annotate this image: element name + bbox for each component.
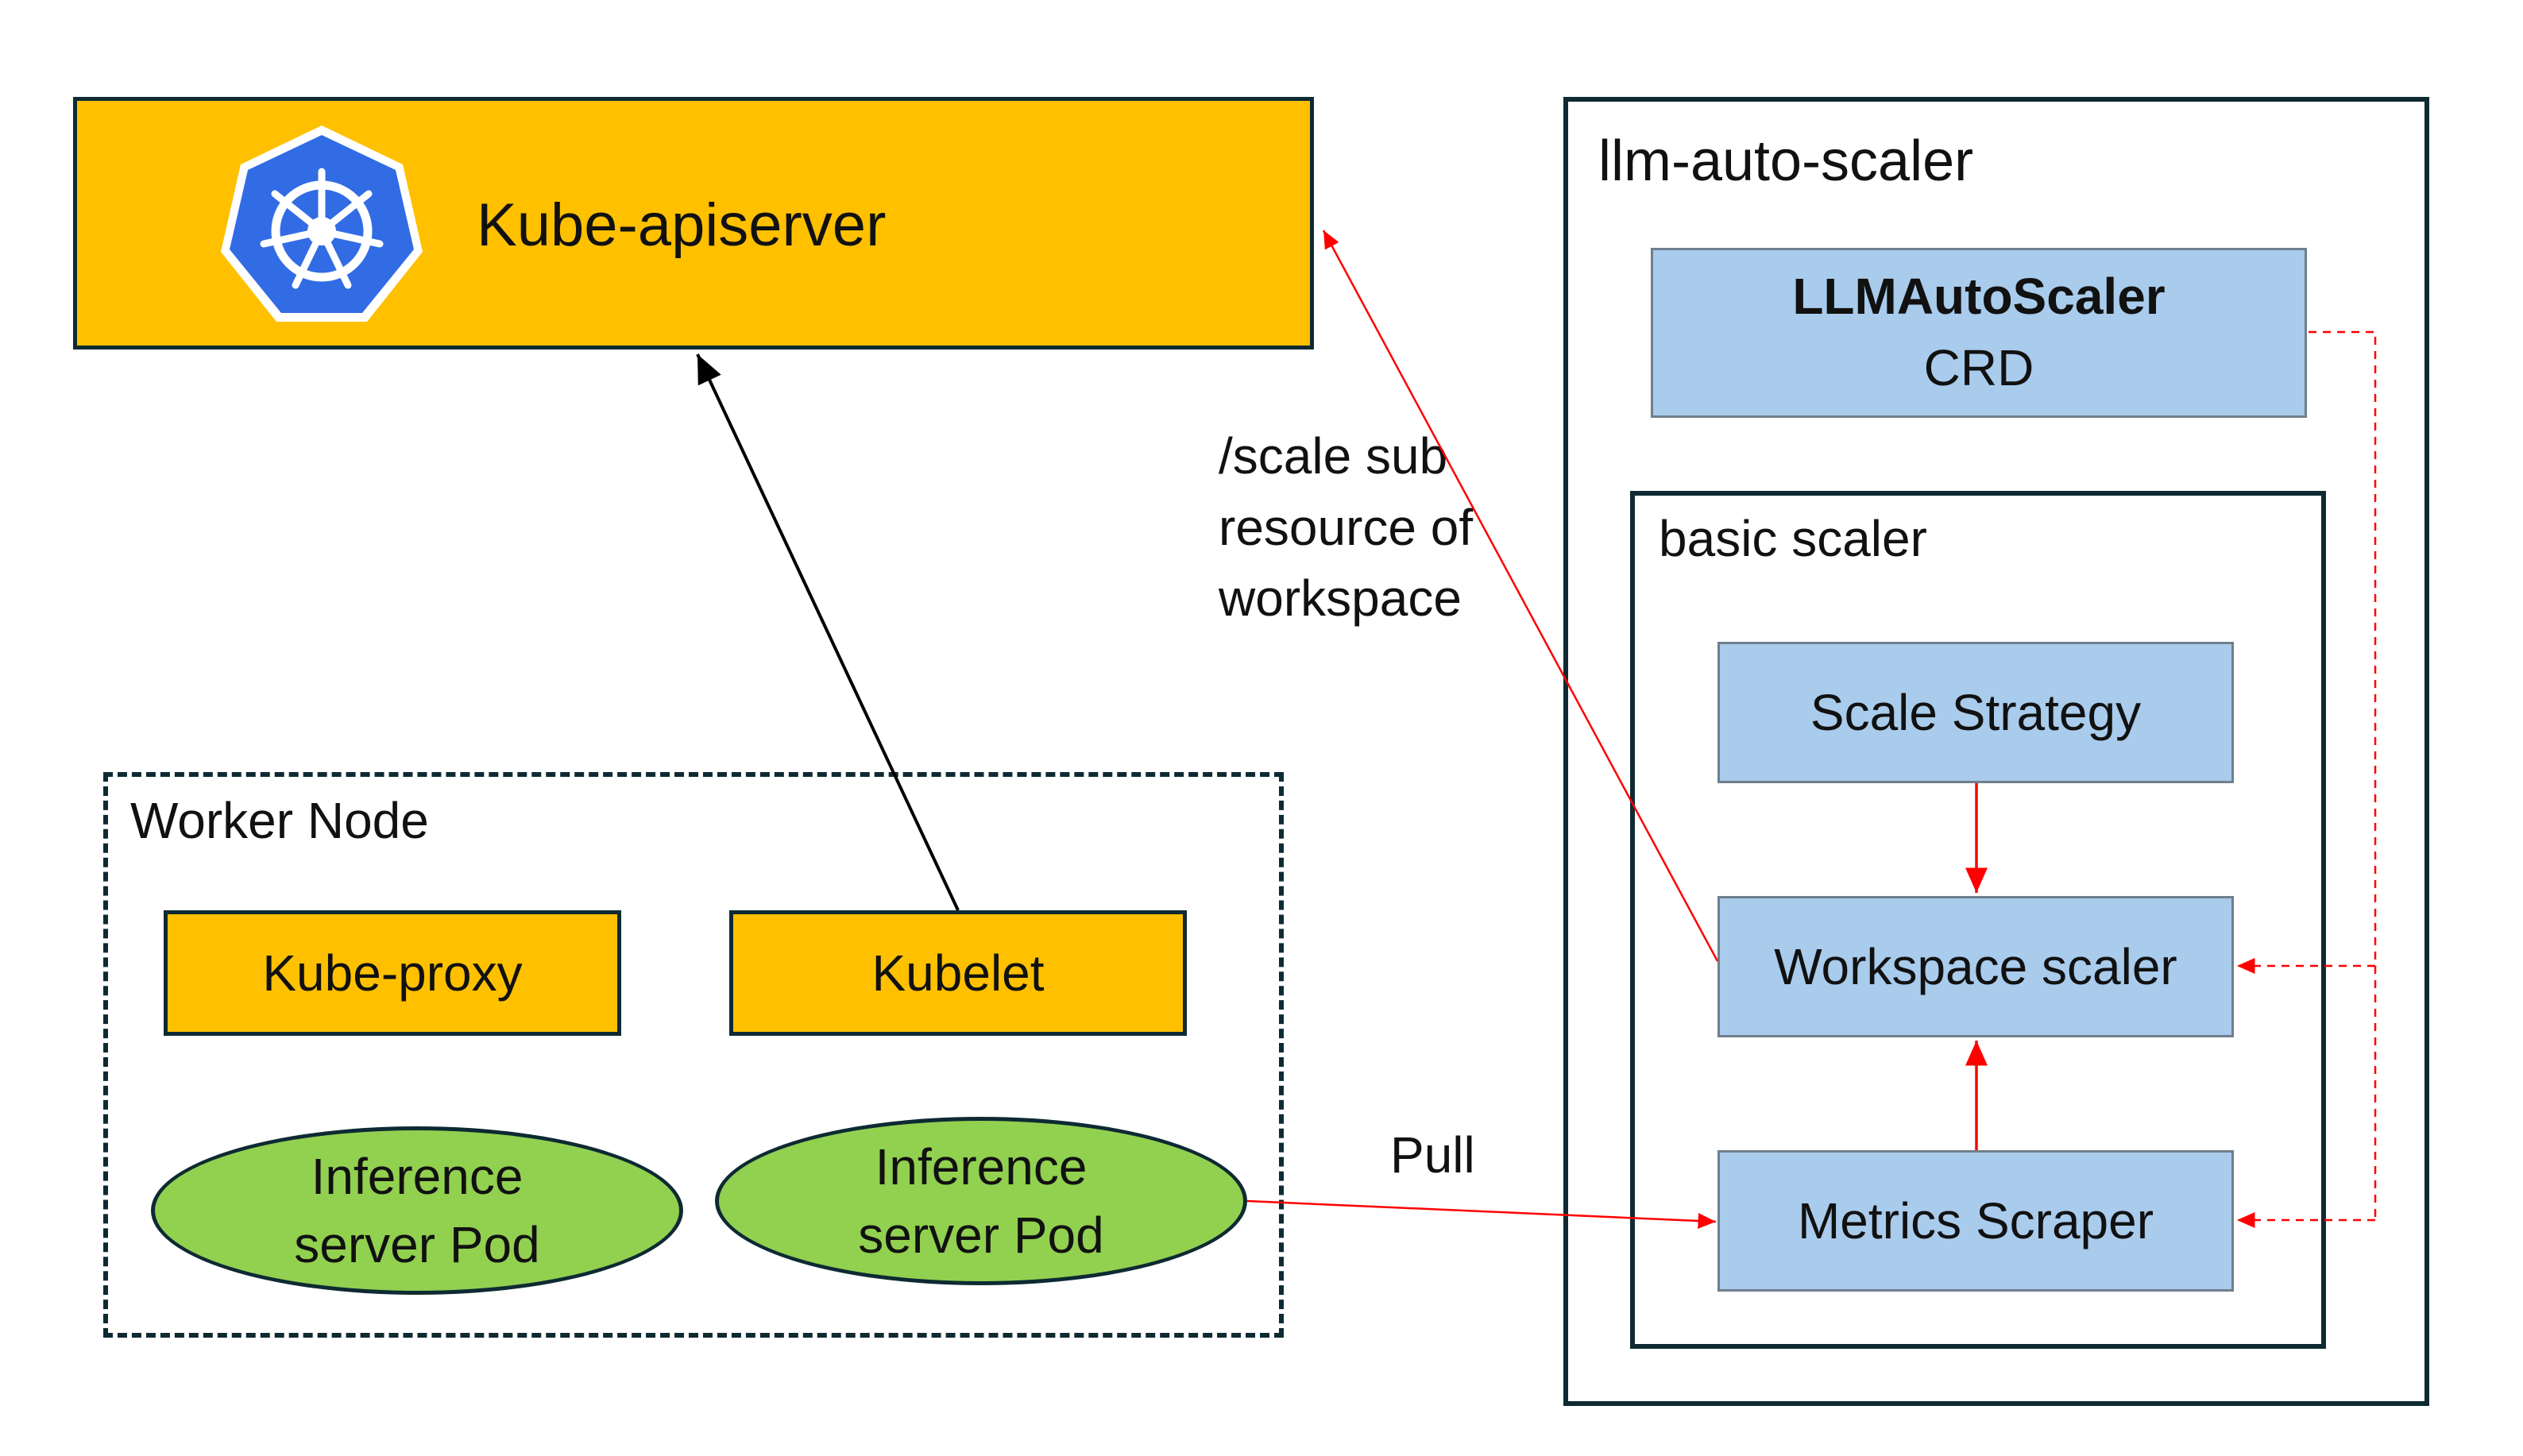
kubelet-label: Kubelet — [871, 944, 1045, 1002]
arrow-workspace-scaler-to-apiserver — [1322, 230, 1719, 962]
scale-annotation-line3: workspace — [1219, 570, 1462, 628]
scale-strategy-box: Scale Strategy — [1717, 642, 2234, 783]
scale-annotation-line1: /scale sub — [1219, 427, 1448, 485]
worker-node-title: Worker Node — [130, 792, 429, 849]
kubelet-box: Kubelet — [729, 910, 1187, 1036]
dashed-crd-trunk — [2309, 330, 2377, 1220]
kubernetes-helm-wheel-icon — [221, 126, 423, 322]
pod-2-line1: Inference — [875, 1137, 1088, 1195]
scale-annotation: /scale sub resource of workspace — [1219, 421, 1473, 635]
metrics-scraper-label: Metrics Scraper — [1797, 1192, 2154, 1249]
inference-server-pod-2: Inference server Pod — [715, 1117, 1247, 1285]
crd-name: LLMAutoScaler — [1792, 268, 2166, 326]
workspace-scaler-box: Workspace scaler — [1717, 896, 2234, 1037]
basic-scaler-container — [1630, 491, 2326, 1349]
basic-scaler-title: basic scaler — [1659, 510, 1927, 567]
inference-server-pod-1: Inference server Pod — [151, 1126, 683, 1295]
kube-proxy-label: Kube-proxy — [262, 944, 523, 1002]
workspace-scaler-label: Workspace scaler — [1774, 938, 2177, 995]
metrics-scraper-box: Metrics Scraper — [1717, 1150, 2234, 1292]
kube-proxy-box: Kube-proxy — [164, 910, 621, 1036]
worker-node-container — [103, 772, 1284, 1338]
crd-kind: CRD — [1923, 339, 2034, 396]
kube-apiserver-label: Kube-apiserver — [477, 191, 887, 259]
llmautoscaler-crd-box: LLMAutoScaler CRD — [1651, 248, 2307, 418]
scale-strategy-label: Scale Strategy — [1810, 684, 2142, 741]
pull-label: Pull — [1390, 1126, 1475, 1184]
pod-1-line2: server Pod — [294, 1216, 540, 1273]
pod-2-line2: server Pod — [858, 1207, 1104, 1264]
pod-1-line1: Inference — [311, 1147, 524, 1205]
llm-auto-scaler-container — [1563, 97, 2429, 1406]
arrow-pod-pull-to-metrics-scraper — [1246, 1199, 1717, 1229]
llm-auto-scaler-title: llm-auto-scaler — [1598, 129, 1974, 193]
arrow-kubelet-to-apiserver — [696, 353, 960, 911]
scale-annotation-line2: resource of — [1219, 498, 1474, 556]
